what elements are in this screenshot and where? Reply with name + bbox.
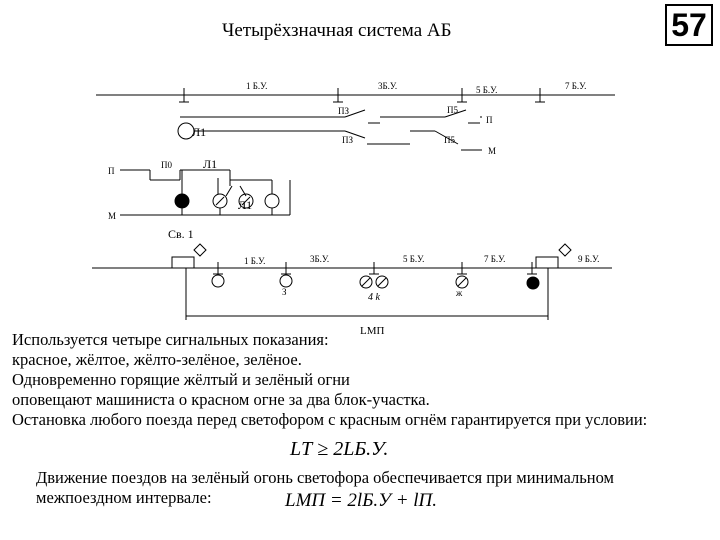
green-lamp	[264, 193, 280, 209]
lamp-l1-label: Л1	[192, 125, 206, 139]
relay-p3-upper: ПЗ	[338, 106, 349, 116]
red-lamp	[174, 193, 190, 209]
track-lamp-1	[211, 274, 225, 288]
top-block-7: 7 Б.У.	[565, 81, 586, 91]
track-lamp-3	[359, 275, 373, 289]
text2-line-1: Движение поездов на зелёный огонь светоф…	[36, 468, 614, 487]
top-block-3: 3Б.У.	[378, 81, 397, 91]
signal-2-head	[558, 243, 572, 257]
track-block-1: 1 Б.У.	[244, 256, 265, 266]
track-block-5: 5 Б.У.	[403, 254, 424, 264]
description-text: Используется четыре сигнальных показания…	[12, 330, 647, 430]
yellow-green-lamp	[238, 193, 254, 209]
bus-p-label: П	[486, 115, 493, 125]
p0-label: П0	[161, 160, 172, 170]
track-lamp-4	[375, 275, 389, 289]
bus-m-label: М	[488, 146, 496, 156]
signal-1-head	[193, 243, 207, 257]
interval-label: LМП	[360, 325, 385, 335]
text-line-1: Используется четыре сигнальных показания…	[12, 330, 329, 349]
relay-p5-lower: П5	[444, 135, 455, 145]
left-m-label: М	[108, 211, 116, 221]
top-block-5: 5 Б.У.	[476, 85, 497, 95]
circuit-diagram: 1 Б.У. 3Б.У. 5 Б.У. 7 Б.У. ПЗ П5 ПЗ П5 П…	[92, 81, 615, 335]
stop-condition: LТ ≥ 2LБ.У.	[290, 438, 389, 460]
text-line-2: красное, жёлтое, жёлто-зелёное, зелёное.	[12, 350, 302, 369]
l1-low-label: Л1	[238, 198, 252, 212]
page-number: 57	[665, 4, 713, 46]
track-lamp-red	[526, 276, 540, 290]
signal-label: Св. 1	[168, 227, 194, 241]
page-title: Четырёхзначная система АБ	[222, 20, 452, 41]
track-lamp-5	[455, 275, 469, 289]
interval-formula: LМП = 2lБ.У + lП.	[285, 490, 438, 511]
label-z: З	[282, 287, 287, 297]
top-block-1: 1 Б.У.	[246, 81, 267, 91]
l1-mid-label: Л1	[203, 157, 217, 171]
left-p-label: П	[108, 166, 115, 176]
track-block-9: 9 Б.У.	[578, 254, 599, 264]
signal-2-box	[535, 256, 559, 269]
relay-p5-upper: П5	[447, 105, 458, 115]
text-line-3: Одновременно горящие жёлтый и зелёный ог…	[12, 370, 350, 389]
text-line-4: оповещают машиниста о красном огне за дв…	[12, 390, 430, 409]
text2-line-2: межпоездном интервале:	[36, 488, 212, 507]
track-block-3: 3Б.У.	[310, 254, 329, 264]
text-line-5: Остановка любого поезда перед светофором…	[12, 410, 648, 429]
track-block-7: 7 Б.У.	[484, 254, 505, 264]
signal-1-box	[171, 256, 195, 269]
label-zh: ж	[455, 288, 463, 298]
label-4k: 4 k	[368, 292, 381, 303]
track-lamp-2	[279, 274, 293, 288]
interval-text: Движение поездов на зелёный огонь светоф…	[36, 468, 614, 508]
relay-p3-lower: ПЗ	[342, 135, 353, 145]
